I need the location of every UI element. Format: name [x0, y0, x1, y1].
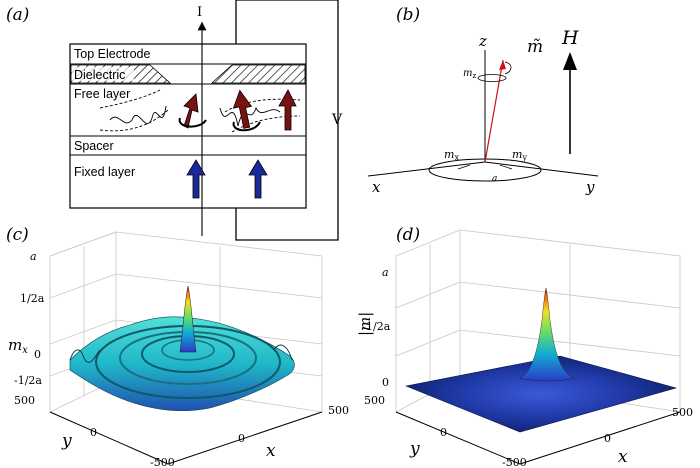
current-label: I: [197, 5, 202, 20]
c-xtick: 500: [328, 404, 349, 417]
c-ztick: 0: [34, 348, 41, 361]
voltage-label: V: [331, 112, 343, 128]
x-axis-label: x: [372, 178, 381, 196]
precession-loop-icon: [178, 117, 207, 128]
panel-b-label: (b): [396, 5, 420, 25]
free-spin-arrow: [183, 89, 297, 131]
m-vector: [484, 59, 504, 163]
c-ztick: 1/2a: [20, 292, 45, 305]
panel-a-label: (a): [6, 5, 29, 25]
y-axis-label: y: [585, 178, 595, 196]
dielectric-right: [210, 64, 306, 84]
c-ztick: -1/2a: [14, 374, 42, 387]
panel-d: (d) |m| a 1/2a 0 500 0 -500 500 0 y x: [356, 225, 693, 468]
my-label: my: [512, 148, 527, 162]
c-ytick: 0: [90, 426, 97, 439]
surface-mx: [69, 285, 295, 412]
d-xtick: 500: [672, 406, 693, 419]
d-yaxis-label: y: [409, 439, 420, 459]
d-ytick: -500: [502, 456, 527, 468]
panel-a: (a) V Top Electrode Dielectric Free laye…: [6, 0, 343, 241]
fixed-spin-arrow: [186, 159, 268, 199]
field-label: H: [561, 27, 579, 49]
layer-top-electrode: Top Electrode: [74, 47, 150, 61]
spin-wave-left: [109, 105, 167, 125]
d-ytick: 0: [440, 426, 447, 439]
y-axis: [484, 161, 599, 177]
layer-dielectric: Dielectric: [74, 68, 125, 82]
panel-b: (b) z x y mz mx my a m̃ H: [367, 5, 599, 196]
wave-envelope: [99, 89, 301, 133]
c-xtick: 0: [238, 432, 245, 445]
c-xaxis-label: x: [266, 441, 276, 461]
d-xaxis-label: x: [618, 447, 628, 467]
precession-loop-icon: [232, 121, 261, 132]
layer-fixed: Fixed layer: [74, 165, 135, 179]
d-ytick: 500: [364, 394, 385, 407]
c-zlabel: mx: [8, 336, 28, 356]
angle-label: a: [492, 174, 497, 184]
d-ztick: a: [382, 266, 389, 279]
d-ztick: 0: [382, 376, 389, 389]
c-yaxis-label: y: [61, 431, 72, 451]
circuit-wire: [235, 0, 339, 241]
surface-abs-m: [404, 287, 678, 433]
layer-free: Free layer: [74, 87, 130, 101]
mz-label: mz: [463, 68, 476, 80]
layer-spacer: Spacer: [74, 139, 114, 153]
z-axis-label: z: [478, 32, 487, 50]
c-ztick: a: [30, 250, 37, 263]
m-tilde-label: m̃: [527, 37, 543, 57]
d-zlabel: |m|: [356, 312, 374, 336]
mx-label: mx: [444, 148, 459, 162]
panel-c: (c) mx a: [6, 225, 349, 468]
c-ytick: -500: [150, 456, 175, 468]
d-ztick: 1/2a: [366, 320, 391, 333]
panel-c-label: (c): [6, 225, 29, 245]
d-xtick: 0: [604, 432, 611, 445]
panel-d-label: (d): [396, 225, 420, 245]
c-ytick: 500: [14, 394, 35, 407]
x-axis: [367, 161, 486, 177]
